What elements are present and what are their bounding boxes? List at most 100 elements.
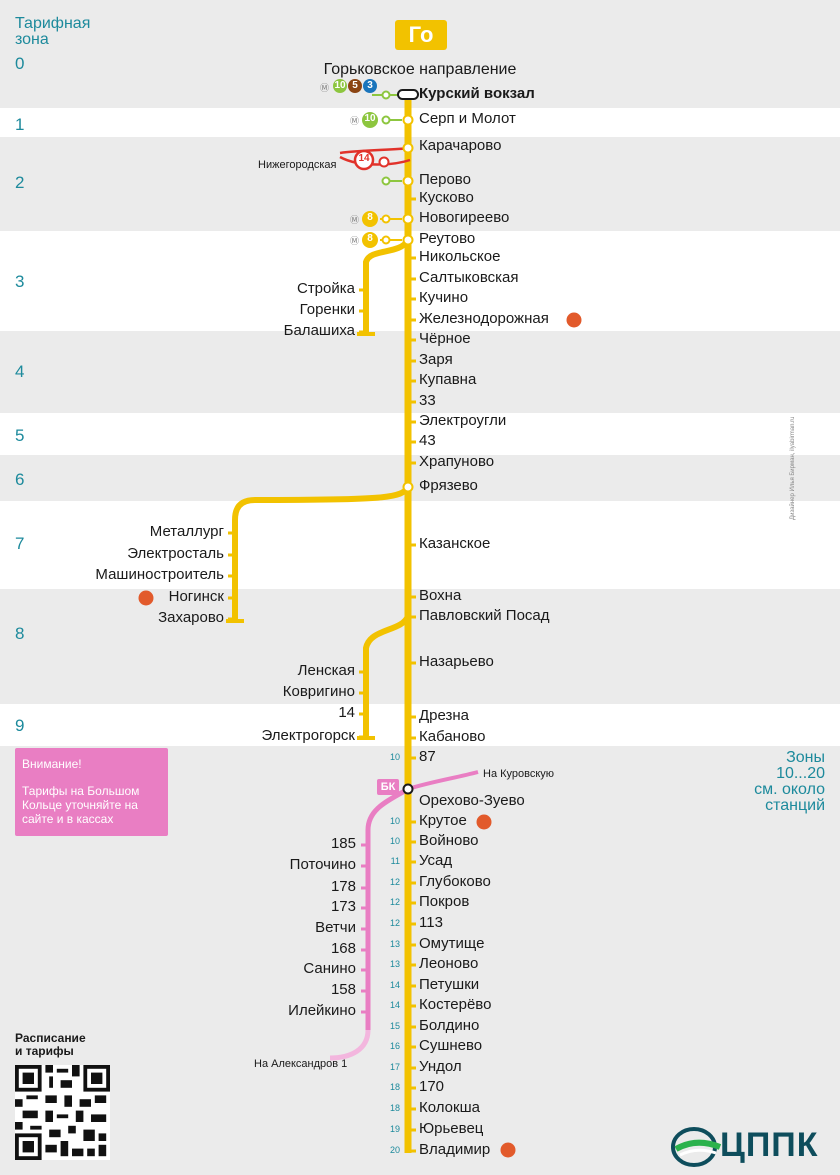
- express-icon-krutoe: [476, 814, 492, 830]
- metro-badge-serp: 10: [364, 113, 376, 124]
- branch_bk-station-7: 158: [330, 981, 356, 998]
- station-33: Омутище: [419, 935, 485, 952]
- schedule-label: Расписание и тарифы: [15, 1031, 86, 1058]
- station-31: Покров: [419, 893, 470, 910]
- station-8: Салтыковская: [419, 269, 519, 286]
- station-3: Перово: [419, 171, 471, 188]
- branch_bk-station-2: 178: [330, 878, 356, 895]
- station-37: Болдино: [419, 1017, 480, 1034]
- station-25: 87: [419, 748, 436, 765]
- station-10: Железнодорожная: [419, 310, 549, 327]
- station-18: Фрязево: [419, 477, 478, 494]
- branch_zakharovo-station-1: Электросталь: [127, 545, 224, 562]
- station-1: Серп и Молот: [419, 110, 516, 127]
- station-20: Вохна: [419, 587, 462, 604]
- zone-label-4: 4: [15, 362, 25, 381]
- express-icon-noginsk: [138, 590, 154, 606]
- station-35: Петушки: [419, 976, 480, 993]
- metro-badge-10: 10: [334, 80, 346, 91]
- branch_elektrogorsk-station-2: 14: [338, 704, 355, 721]
- station-28: Войново: [419, 832, 479, 849]
- station-zone-40: 18: [389, 1082, 400, 1092]
- cppk-logo: [671, 1127, 722, 1167]
- zone-label-0: 0: [15, 54, 25, 73]
- zone-label-5: 5: [15, 426, 25, 445]
- nizhegorodskaya-label: Нижегородская: [258, 159, 337, 171]
- station-2: Карачарово: [419, 137, 502, 154]
- branch_balashikha-station-2: Балашиха: [283, 322, 355, 339]
- zone-label-6: 6: [15, 470, 25, 489]
- station-38: Сушнево: [419, 1037, 483, 1054]
- station-zone-42: 19: [389, 1124, 400, 1134]
- branch_balashikha-station-1: Горенки: [299, 301, 355, 318]
- metro-badge-5: 5: [352, 80, 358, 91]
- station-zone-31: 12: [389, 897, 400, 907]
- zone-label-9: 9: [15, 716, 25, 735]
- station-zone-28: 10: [389, 836, 400, 846]
- station-19: Казанское: [419, 535, 491, 552]
- branch_bk-station-1: Поточино: [289, 856, 356, 873]
- to-kurovskaya-label: На Куровскую: [483, 768, 555, 780]
- station-22: Назарьево: [419, 653, 494, 670]
- station-0: Курский вокзал: [419, 85, 535, 102]
- station-13: Купавна: [419, 371, 477, 388]
- zone-label-2: 2: [15, 173, 25, 192]
- branch_zakharovo-station-2: Машиностроитель: [95, 566, 224, 583]
- station-23: Дрезна: [419, 707, 470, 724]
- branch_balashikha-station-0: Стройка: [296, 280, 355, 297]
- branch_zakharovo-station-3: Ногинск: [168, 588, 224, 605]
- bk-to-aleksandrov: [329, 1029, 371, 1061]
- express-icon-zheleznodorozhnaya: [566, 312, 582, 328]
- qr-code[interactable]: [15, 1065, 110, 1160]
- station-zone-25: 10: [389, 752, 400, 762]
- station-26: Орехово-Зуево: [419, 792, 525, 809]
- station-27: Крутое: [419, 812, 467, 829]
- station-zone-33: 13: [389, 939, 400, 949]
- station-zone-36: 14: [389, 1000, 400, 1010]
- zone-band-4: [0, 331, 840, 413]
- metro-badge-novogireevo: 8: [367, 212, 373, 223]
- metro-icon: Ⓜ: [350, 116, 360, 126]
- mck-line: [339, 146, 411, 166]
- station-zone-29: 11: [390, 856, 400, 866]
- station-15: Электроугли: [419, 412, 507, 429]
- station-zone-32: 12: [389, 918, 400, 928]
- branch_zakharovo-station-4: Захарово: [158, 609, 224, 626]
- bk-to-kurovskaya: [407, 770, 479, 791]
- line-badge: Го: [395, 20, 447, 50]
- metro-icon: Ⓜ: [350, 236, 360, 246]
- cppk-logo-text: ЦППК: [720, 1126, 819, 1164]
- notice-body: Тарифы на Большом Кольце уточняйте на са…: [22, 784, 140, 826]
- station-zone-43: 20: [389, 1145, 400, 1155]
- branch_elektrogorsk-station-0: Ленская: [297, 662, 355, 679]
- branch_bk-station-3: 173: [330, 898, 356, 915]
- station-34: Леоново: [419, 955, 479, 972]
- branch_elektrogorsk-station-1: Ковригино: [282, 683, 355, 700]
- branch_bk-station-0: 185: [330, 835, 356, 852]
- tariff-zone-title: Тарифная зона: [15, 15, 91, 48]
- elektrogorsk-branch: [363, 614, 411, 738]
- station-17: Храпуново: [419, 453, 495, 470]
- station-16: 43: [419, 432, 436, 449]
- station-9: Кучино: [419, 289, 469, 306]
- station-32: 113: [419, 914, 443, 931]
- metro-badge-3: 3: [367, 80, 373, 91]
- metro-icon: Ⓜ: [320, 83, 330, 93]
- zone-label-1: 1: [15, 115, 25, 134]
- zones-note: Зоны 10...20 см. около станций: [754, 749, 825, 814]
- station-42: Юрьевец: [419, 1120, 484, 1137]
- express-icon-vladimir: [500, 1142, 516, 1158]
- mck-badge: 14: [358, 153, 370, 164]
- station-6: Реутово: [419, 230, 476, 247]
- designer-credit: Дизайнер Илья Бирман, ilyabirman.ru: [790, 416, 796, 520]
- station-zone-34: 13: [389, 959, 400, 969]
- branch_elektrogorsk-station-3: Электрогорск: [261, 727, 355, 744]
- kurskiy-terminus-marker: [397, 89, 419, 100]
- station-11: Чёрное: [419, 330, 471, 347]
- station-zone-27: 10: [389, 816, 400, 826]
- direction-title: Горьковское направление: [323, 61, 517, 78]
- station-zone-41: 18: [389, 1103, 400, 1113]
- metro-badge-reutovo: 8: [367, 233, 373, 244]
- balashikha-branch: [363, 238, 411, 334]
